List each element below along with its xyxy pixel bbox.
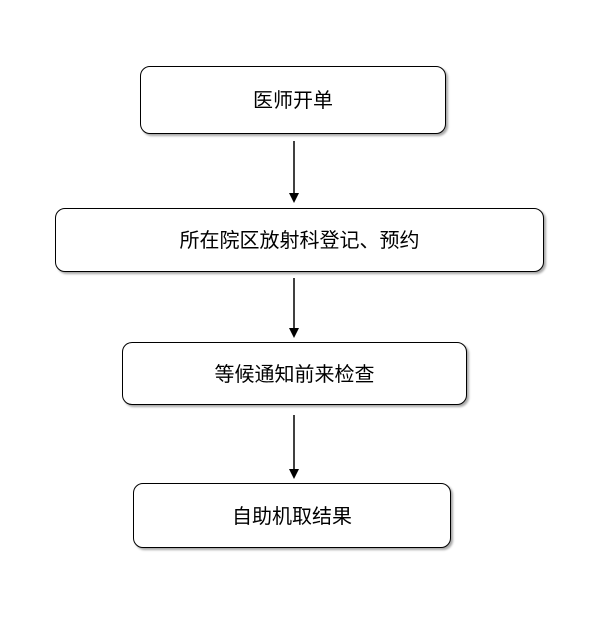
step-label: 等候通知前来检查 <box>214 361 375 386</box>
step-doctor-order: 医师开单 <box>140 66 446 134</box>
step-label: 医师开单 <box>253 88 333 112</box>
step-wait-for-notice: 等候通知前来检查 <box>122 342 467 405</box>
step-label: 自助机取结果 <box>232 503 352 528</box>
step-kiosk-results: 自助机取结果 <box>133 483 451 548</box>
step-radiology-registration: 所在院区放射科登记、预约 <box>55 208 544 272</box>
step-label: 所在院区放射科登记、预约 <box>179 228 420 252</box>
